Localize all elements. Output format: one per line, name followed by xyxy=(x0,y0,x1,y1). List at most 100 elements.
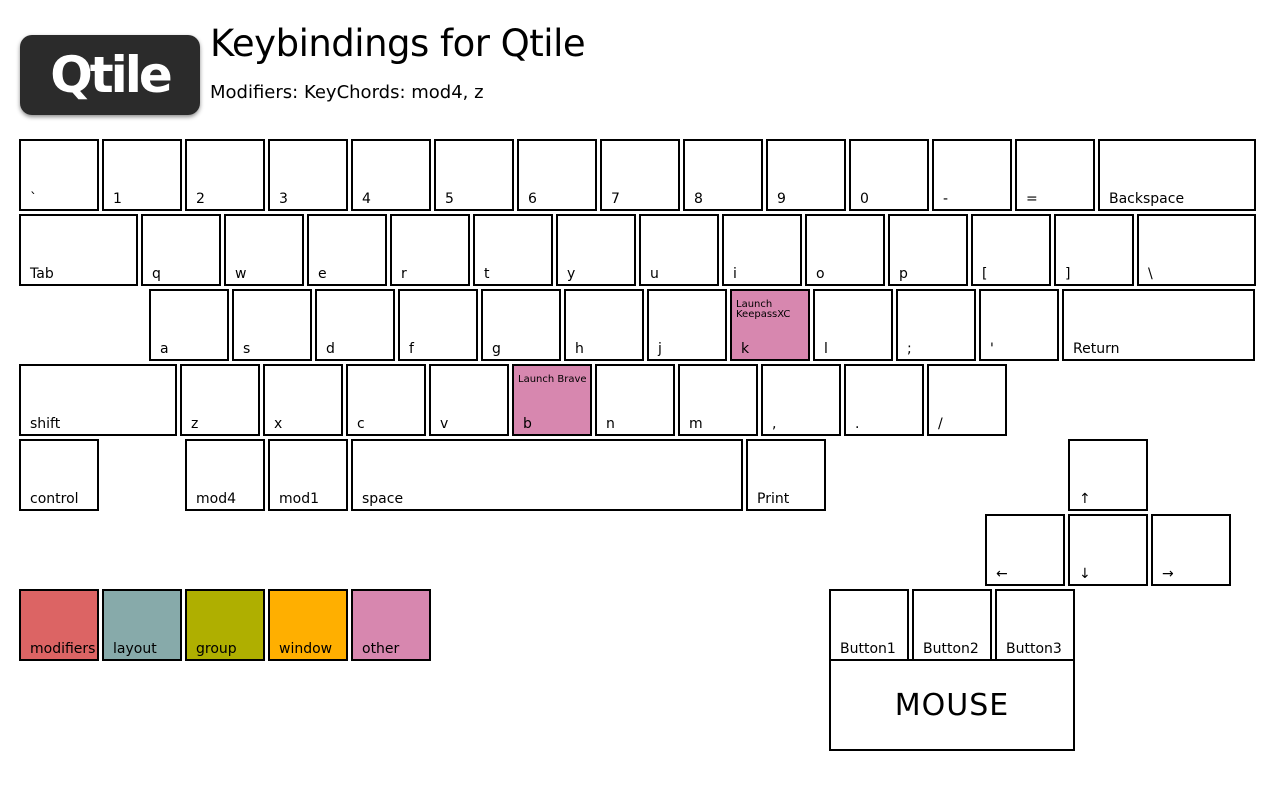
key-label: z xyxy=(191,416,199,432)
key-label: f xyxy=(409,341,414,357)
key-label: j xyxy=(658,341,662,357)
key-label: ; xyxy=(907,341,912,357)
key-u: u xyxy=(639,214,719,286)
key-equals: = xyxy=(1015,139,1095,211)
key-c: c xyxy=(346,364,426,436)
mouse-box: MOUSE xyxy=(829,659,1075,751)
key-minus: - xyxy=(932,139,1012,211)
key-left: ← xyxy=(985,514,1065,586)
key-label: mod1 xyxy=(279,491,319,507)
key-lbracket: [ xyxy=(971,214,1051,286)
key-control: control xyxy=(19,439,99,511)
key-x: x xyxy=(263,364,343,436)
key-label: ` xyxy=(30,191,37,207)
mouse-button3: Button3 xyxy=(995,589,1075,661)
key-q: q xyxy=(141,214,221,286)
key-label: c xyxy=(357,416,365,432)
key-9: 9 xyxy=(766,139,846,211)
key-label: Button3 xyxy=(1006,641,1062,657)
mouse-button2: Button2 xyxy=(912,589,992,661)
key-backspace: Backspace xyxy=(1098,139,1256,211)
key-period: . xyxy=(844,364,924,436)
key-label: Button1 xyxy=(840,641,896,657)
key-label: q xyxy=(152,266,161,282)
key-label: - xyxy=(943,191,949,207)
key-label: r xyxy=(401,266,407,282)
key-s: s xyxy=(232,289,312,361)
key-label: d xyxy=(326,341,335,357)
key-label: Return xyxy=(1073,341,1120,357)
key-label: Backspace xyxy=(1109,191,1185,207)
legend-window: window xyxy=(268,589,348,661)
key-label: \ xyxy=(1148,266,1153,282)
key-7: 7 xyxy=(600,139,680,211)
key-label: , xyxy=(772,416,777,432)
legend-group: group xyxy=(185,589,265,661)
key-label: → xyxy=(1162,566,1174,582)
key-label: 6 xyxy=(528,191,537,207)
key-label: b xyxy=(523,416,532,432)
key-1: 1 xyxy=(102,139,182,211)
key-label: control xyxy=(30,491,79,507)
key-label: ↑ xyxy=(1079,491,1091,507)
key-label: group xyxy=(196,641,237,657)
key-0: 0 xyxy=(849,139,929,211)
key-shift: shift xyxy=(19,364,177,436)
key-label: 2 xyxy=(196,191,205,207)
key-t: t xyxy=(473,214,553,286)
key-label: [ xyxy=(982,266,988,282)
key-label: 8 xyxy=(694,191,703,207)
key-label: 7 xyxy=(611,191,620,207)
key-a: a xyxy=(149,289,229,361)
key-label: h xyxy=(575,341,584,357)
key-y: y xyxy=(556,214,636,286)
key-label: i xyxy=(733,266,737,282)
qtile-logo: Qtile xyxy=(20,35,200,115)
key-label: / xyxy=(938,416,943,432)
key-o: o xyxy=(805,214,885,286)
key-label: y xyxy=(567,266,576,282)
key-3: 3 xyxy=(268,139,348,211)
modifiers-subtitle: Modifiers: KeyChords: mod4, z xyxy=(210,82,484,103)
key-label: u xyxy=(650,266,659,282)
key-label: s xyxy=(243,341,251,357)
key-b: Launch Brave b xyxy=(512,364,592,436)
key-label: modifiers xyxy=(30,641,96,657)
key-label: w xyxy=(235,266,247,282)
key-label: Button2 xyxy=(923,641,979,657)
key-label: Print xyxy=(757,491,790,507)
mouse-button1: Button1 xyxy=(829,589,909,661)
binding-description: Launch Brave xyxy=(518,374,587,385)
key-mod1: mod1 xyxy=(268,439,348,511)
key-rbracket: ] xyxy=(1054,214,1134,286)
key-v: v xyxy=(429,364,509,436)
key-r: r xyxy=(390,214,470,286)
key-up: ↑ xyxy=(1068,439,1148,511)
key-g: g xyxy=(481,289,561,361)
key-quote: ' xyxy=(979,289,1059,361)
key-n: n xyxy=(595,364,675,436)
key-label: Tab xyxy=(30,266,54,282)
key-label: 0 xyxy=(860,191,869,207)
key-d: d xyxy=(315,289,395,361)
key-label: 4 xyxy=(362,191,371,207)
key-label: x xyxy=(274,416,283,432)
key-8: 8 xyxy=(683,139,763,211)
key-label: 5 xyxy=(445,191,454,207)
key-label: l xyxy=(824,341,828,357)
key-2: 2 xyxy=(185,139,265,211)
key-6: 6 xyxy=(517,139,597,211)
key-label: ' xyxy=(990,341,994,357)
key-backslash: \ xyxy=(1137,214,1256,286)
key-h: h xyxy=(564,289,644,361)
key-label: mod4 xyxy=(196,491,236,507)
key-p: p xyxy=(888,214,968,286)
key-semicolon: ; xyxy=(896,289,976,361)
key-comma: , xyxy=(761,364,841,436)
key-label: layout xyxy=(113,641,157,657)
key-f: f xyxy=(398,289,478,361)
key-label: m xyxy=(689,416,703,432)
key-backtick: ` xyxy=(19,139,99,211)
legend-layout: layout xyxy=(102,589,182,661)
